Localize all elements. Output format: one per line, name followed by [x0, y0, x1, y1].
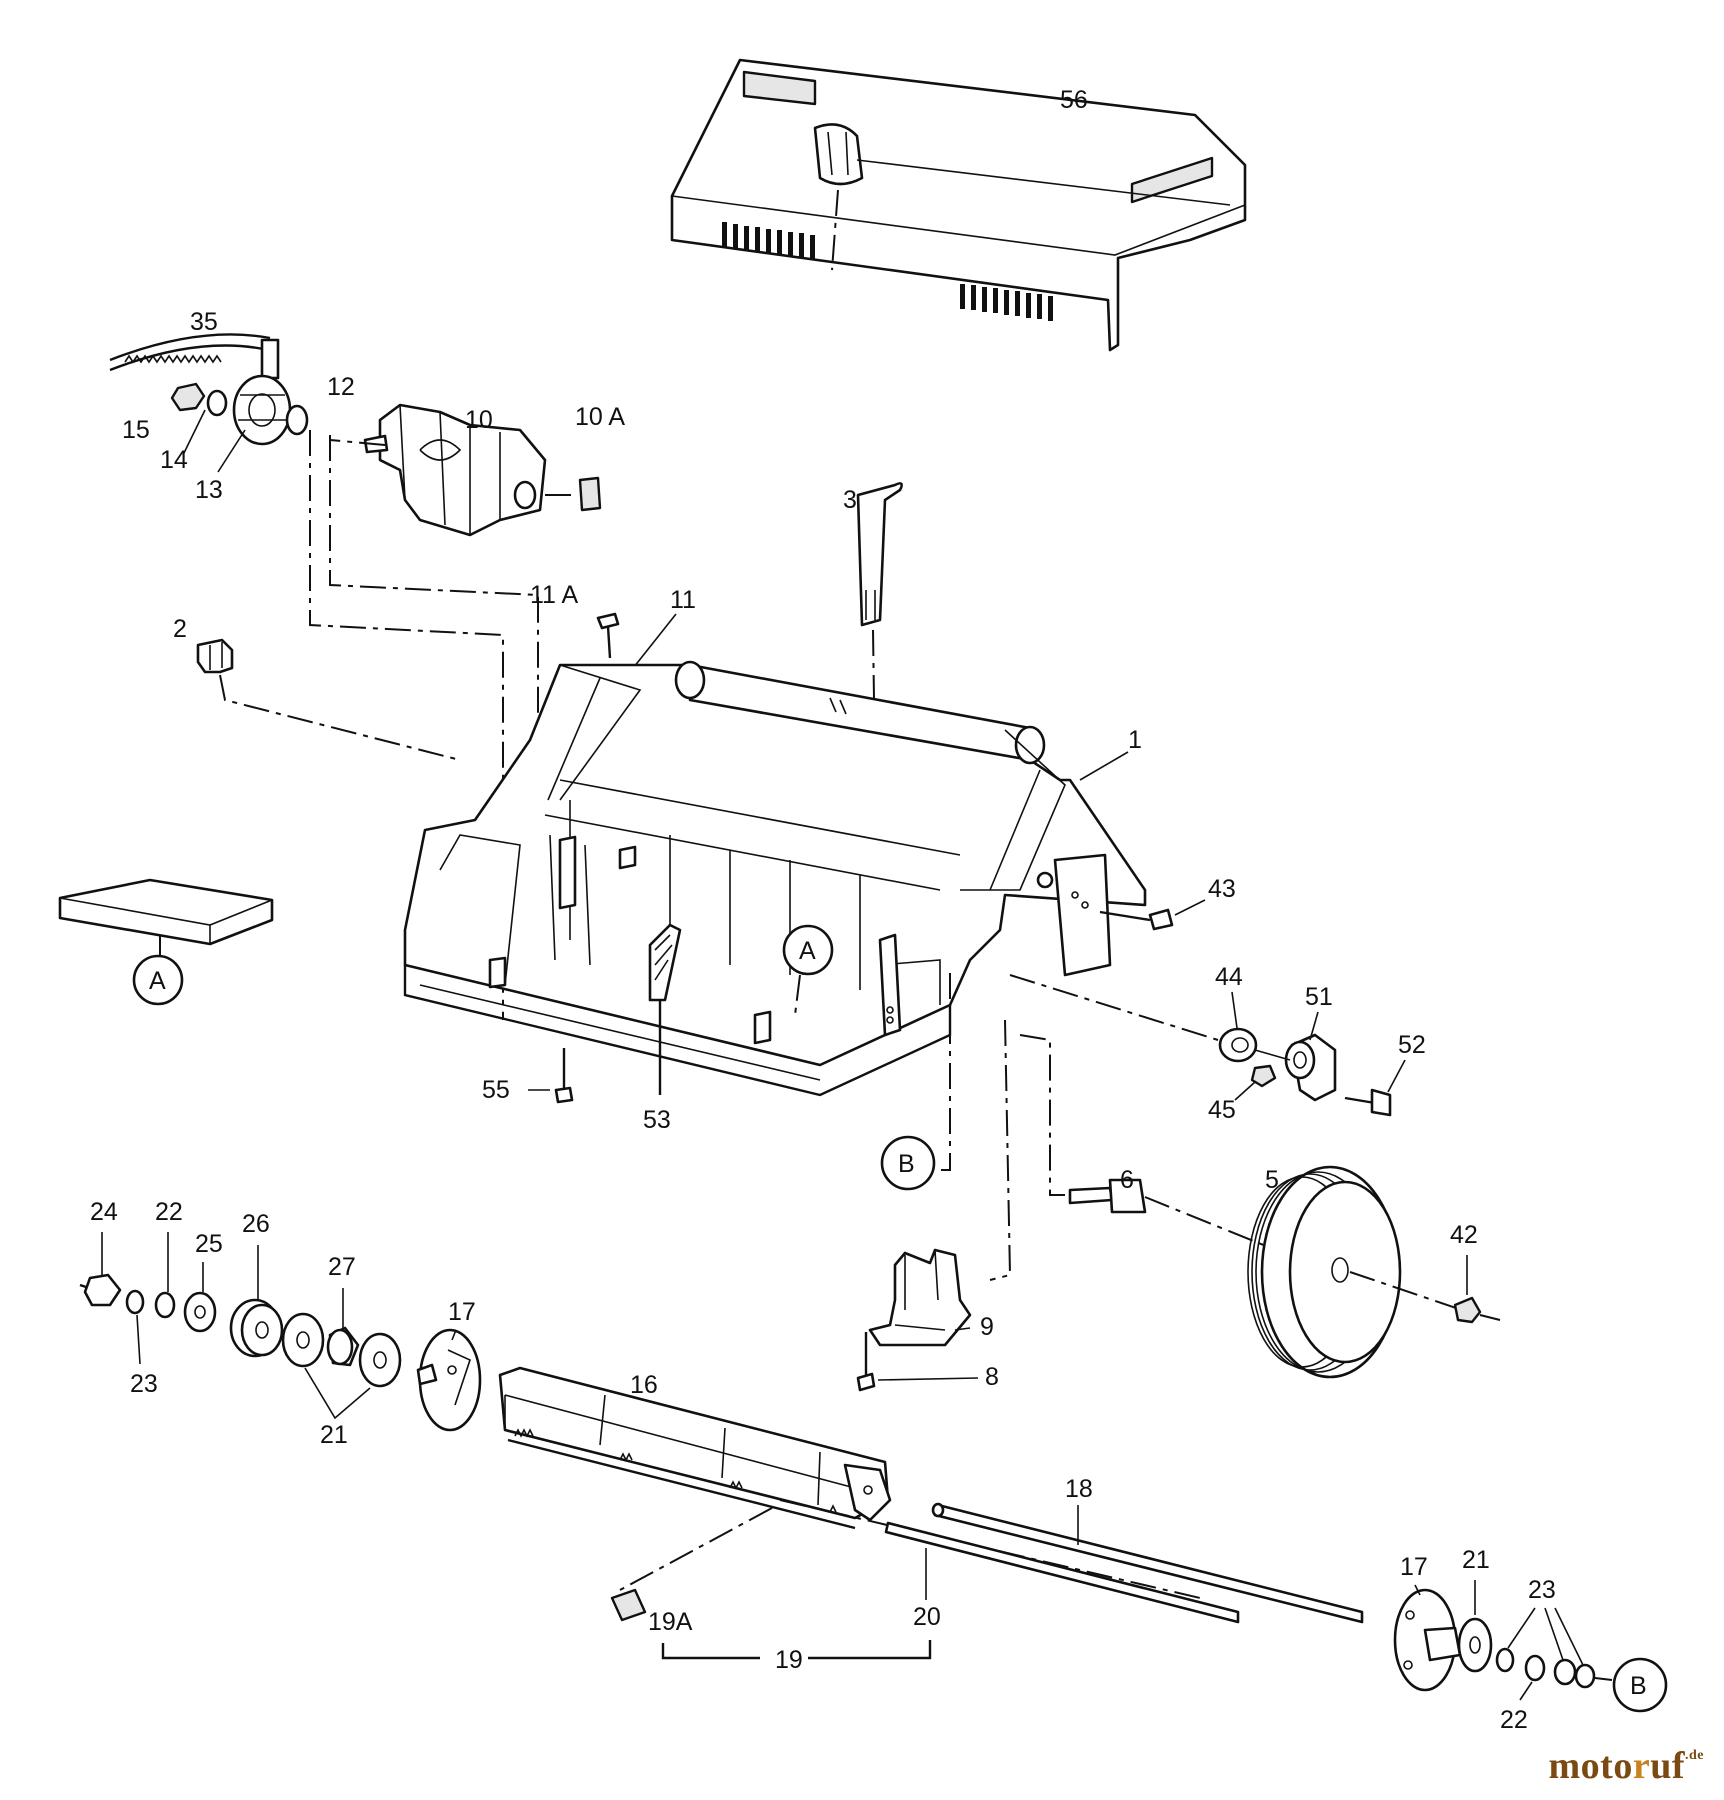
part-21-washer-left-b[interactable]: [358, 1332, 402, 1388]
label-16: 16: [630, 1371, 658, 1399]
label-6: 6: [1120, 1166, 1134, 1194]
part-21-washer-right[interactable]: [1457, 1617, 1493, 1673]
label-1: 1: [1128, 726, 1142, 754]
motoruf-watermark: motoruf.de: [1548, 1745, 1704, 1787]
svg-text:A: A: [799, 937, 816, 965]
label-12: 12: [327, 373, 355, 401]
part-23-washer-right-c[interactable]: [1574, 1663, 1596, 1689]
label-23a: 23: [130, 1370, 158, 1398]
label-51: 51: [1305, 983, 1333, 1011]
callout-b-right: B: [1594, 1657, 1668, 1713]
label-22b: 22: [1500, 1706, 1528, 1734]
part-26-gear[interactable]: [229, 1298, 284, 1358]
part-18-shaft[interactable]: [931, 1502, 1364, 1624]
label-19: 19: [775, 1646, 803, 1674]
callout-a-deck: A: [782, 924, 834, 1016]
label-15: 15: [122, 416, 150, 444]
part-52-screw[interactable]: [1344, 1088, 1392, 1117]
svg-text:B: B: [1630, 1672, 1647, 1700]
part-2-clip[interactable]: [196, 638, 234, 674]
label-21b: 21: [1462, 1546, 1490, 1574]
label-9: 9: [980, 1313, 994, 1341]
label-42: 42: [1450, 1221, 1478, 1249]
label-21a: 21: [320, 1421, 348, 1449]
callout-b-deck: B: [880, 973, 951, 1191]
label-23b: 23: [1528, 1576, 1556, 1604]
part-1-housing[interactable]: [403, 660, 1147, 1097]
part-10-motor[interactable]: [363, 403, 547, 537]
part-17-end-plate-right[interactable]: [1393, 1588, 1462, 1692]
part-23-washer-right-a[interactable]: [1495, 1647, 1515, 1673]
part-25-washer[interactable]: [183, 1291, 217, 1333]
label-10: 10: [465, 406, 493, 434]
part-8-screw[interactable]: [856, 1332, 876, 1392]
part-22-ring-right[interactable]: [1524, 1654, 1546, 1682]
label-26: 26: [242, 1210, 270, 1238]
part-55-screw[interactable]: [554, 1048, 574, 1104]
label-25: 25: [195, 1230, 223, 1258]
part-42-cap[interactable]: [1453, 1296, 1482, 1324]
part-16-tine-roller[interactable]: [498, 1366, 892, 1530]
label-5: 5: [1265, 1166, 1279, 1194]
label-20: 20: [913, 1603, 941, 1631]
part-23-washer-left[interactable]: [125, 1289, 145, 1315]
label-22a: 22: [155, 1198, 183, 1226]
part-35-belt[interactable]: [109, 333, 280, 380]
part-23-washer-right-b[interactable]: [1553, 1658, 1577, 1686]
part-24-bolt[interactable]: [79, 1273, 122, 1307]
label-11a: 11 A: [530, 581, 579, 609]
part-a-filter-pad[interactable]: [58, 878, 274, 946]
label-3: 3: [843, 486, 857, 514]
label-24: 24: [90, 1198, 118, 1226]
part-45-nut[interactable]: [1250, 1064, 1277, 1088]
part-21-washer-left-a[interactable]: [281, 1312, 325, 1368]
label-55: 55: [482, 1076, 510, 1104]
part-17-end-plate-left[interactable]: [416, 1328, 482, 1432]
callout-a-pad: A: [132, 935, 184, 1006]
part-5-wheel[interactable]: [1247, 1165, 1402, 1379]
label-18: 18: [1065, 1475, 1093, 1503]
label-2: 2: [173, 615, 187, 643]
label-45: 45: [1208, 1096, 1236, 1124]
label-56: 56: [1060, 86, 1088, 114]
label-44: 44: [1215, 963, 1243, 991]
label-10a: 10 A: [575, 403, 625, 431]
label-52: 52: [1398, 1031, 1426, 1059]
part-44-bushing[interactable]: [1218, 1027, 1258, 1063]
label-27: 27: [328, 1253, 356, 1281]
label-19a: 19A: [648, 1608, 693, 1636]
label-17a: 17: [448, 1298, 476, 1326]
part-56-cover[interactable]: [670, 58, 1247, 352]
part-6-axle-pin[interactable]: [1068, 1178, 1147, 1214]
label-8: 8: [985, 1363, 999, 1391]
part-20-rod[interactable]: [884, 1521, 1240, 1624]
label-13: 13: [195, 476, 223, 504]
part-12-clip[interactable]: [285, 404, 309, 436]
part-51-bearing[interactable]: [1284, 1033, 1337, 1102]
part-9-bracket[interactable]: [868, 1248, 972, 1347]
part-10a-connector[interactable]: [578, 476, 602, 512]
part-11a-screw[interactable]: [596, 612, 620, 659]
part-27-bushing[interactable]: [326, 1326, 360, 1367]
part-43-screw[interactable]: [1099, 908, 1174, 931]
part-3-bracket[interactable]: [856, 482, 903, 627]
label-43: 43: [1208, 875, 1236, 903]
part-15-nut[interactable]: [170, 382, 206, 412]
label-53: 53: [643, 1106, 671, 1134]
svg-text:A: A: [149, 967, 166, 995]
label-35: 35: [190, 308, 218, 336]
label-14: 14: [160, 446, 188, 474]
label-11: 11: [670, 586, 696, 614]
part-14-washer[interactable]: [206, 389, 228, 417]
svg-text:B: B: [898, 1150, 915, 1178]
label-17b: 17: [1400, 1553, 1428, 1581]
part-19a-tine[interactable]: [610, 1588, 647, 1622]
part-22-ring-left[interactable]: [154, 1291, 176, 1319]
